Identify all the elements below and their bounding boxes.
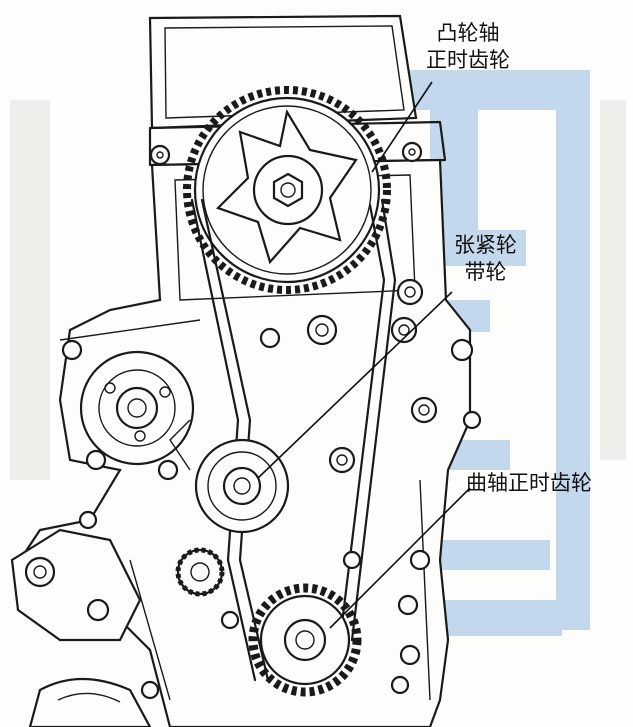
label-tensioner-line-2: 带轮 [464, 260, 507, 284]
label-crankshaft-sprocket: 曲轴正时齿轮 [466, 471, 592, 495]
bolts [61, 141, 482, 700]
label-camshaft-line-2: 正时齿轮 [426, 48, 510, 72]
tensioner-pulley [169, 419, 290, 534]
leader-lines [257, 81, 471, 629]
background-texture [10, 100, 626, 480]
water-pump [79, 350, 195, 466]
crankshaft-sprocket [248, 583, 362, 697]
label-camshaft-sprocket: 凸轮轴 正时齿轮 [426, 20, 510, 74]
idler-pulley [175, 547, 225, 597]
label-tensioner-pulley: 张紧轮 带轮 [454, 232, 517, 286]
label-tensioner-line-1: 张紧轮 [454, 233, 517, 257]
crank-pulley-stub [28, 677, 152, 727]
camshaft-sprocket [183, 86, 391, 294]
left-bracket [10, 528, 142, 642]
label-camshaft-line-1: 凸轮轴 [436, 21, 500, 45]
cylinder-head-cover [148, 14, 447, 167]
